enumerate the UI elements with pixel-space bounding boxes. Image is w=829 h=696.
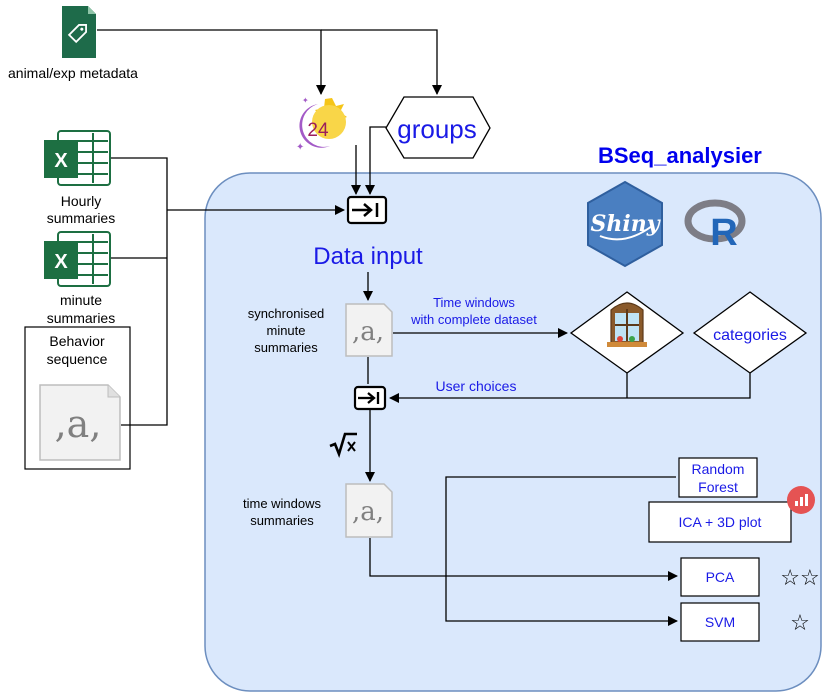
ica-label: ICA + 3D plot xyxy=(679,514,762,530)
random-forest-line2: Forest xyxy=(698,479,738,495)
svg-text:✦: ✦ xyxy=(302,96,309,105)
pca-label: PCA xyxy=(706,569,735,585)
pca-box xyxy=(680,557,760,597)
svg-text:,a,: ,a, xyxy=(352,317,384,347)
svg-text:X: X xyxy=(54,251,68,273)
sync-label-line2: minute xyxy=(266,323,305,338)
groups-hexagon xyxy=(385,96,491,159)
metadata-label: animal/exp metadata xyxy=(8,65,138,81)
tw-summaries-line2: summaries xyxy=(250,513,314,528)
csv-file-icon: ,a, xyxy=(345,303,393,357)
chart-badge-icon xyxy=(787,486,815,514)
minute-label-line1: minute xyxy=(60,292,102,308)
svg-text:X: X xyxy=(54,150,68,172)
user-choice-input-icon xyxy=(353,385,387,411)
connectors xyxy=(97,29,751,626)
random-forest-box xyxy=(678,457,758,498)
svg-text:✦: ✦ xyxy=(296,142,304,153)
categories-label: categories xyxy=(713,327,787,344)
svm-box xyxy=(680,602,760,642)
excel-icon: X xyxy=(44,231,111,287)
svg-text:Shiny: Shiny xyxy=(590,211,661,237)
bseq-panel xyxy=(204,172,822,692)
hourly-label-line2: summaries xyxy=(47,210,115,226)
window-icon xyxy=(607,302,647,347)
tw-summaries-line1: time windows xyxy=(243,496,322,511)
time-windows-note-line2: with complete dataset xyxy=(410,312,537,327)
data-input-icon xyxy=(346,195,388,225)
csv-file-icon: ,a, xyxy=(345,483,393,538)
sqrt-icon xyxy=(329,432,357,458)
behavior-label-line2: sequence xyxy=(47,351,108,367)
sync-label-line1: synchronised xyxy=(248,306,325,321)
time-windows-note-line1: Time windows xyxy=(433,295,515,310)
hourly-label-line1: Hourly xyxy=(61,193,101,209)
metadata-tag-icon xyxy=(62,6,96,58)
ica-box xyxy=(648,501,792,543)
r-logo-icon: R xyxy=(684,199,746,254)
svg-text:,a,: ,a, xyxy=(55,402,102,446)
pca-stars: ☆☆ xyxy=(780,566,819,591)
svm-stars: ☆ xyxy=(790,611,810,636)
shiny-logo-icon: Shiny xyxy=(587,180,663,268)
day-night-24-icon: 24 ✦ ✦ xyxy=(296,96,347,153)
svm-label: SVM xyxy=(705,614,735,630)
excel-icon: X xyxy=(44,130,111,186)
clock-label: 24 xyxy=(307,120,329,141)
behavior-label-line1: Behavior xyxy=(49,333,105,349)
user-choices-label: User choices xyxy=(436,378,517,394)
sync-label-line3: summaries xyxy=(254,340,318,355)
data-input-label: Data input xyxy=(313,243,423,270)
groups-label: groups xyxy=(397,114,477,144)
svg-text:R: R xyxy=(710,212,737,254)
minute-label-line2: summaries xyxy=(47,310,115,326)
random-forest-line1: Random xyxy=(692,461,745,477)
svg-text:,a,: ,a, xyxy=(352,497,384,527)
app-title: BSeq_analysier xyxy=(598,143,762,168)
csv-file-icon: ,a, xyxy=(39,384,121,461)
